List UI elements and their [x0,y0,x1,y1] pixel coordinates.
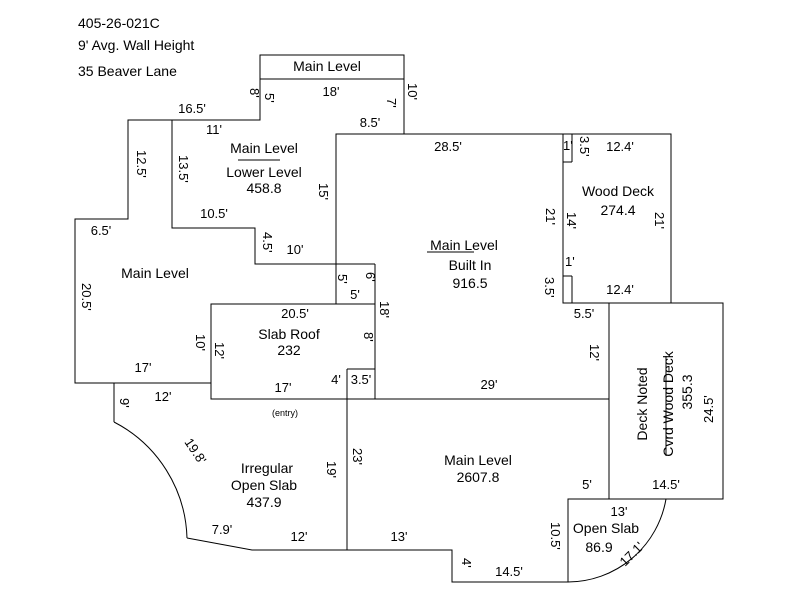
left-main-outline [74,119,211,384]
top-main-label: Main Level [293,58,361,74]
dim-label: 12.4' [606,282,634,297]
built-in-name1: Main Level [430,237,498,253]
dim-label: 1' [563,138,573,153]
dim-label: 9' [117,398,132,408]
dim-label: 20.5' [79,283,94,311]
dim-label: 13' [611,504,628,519]
dim-label: 8' [247,88,262,98]
dim-label: 4' [331,372,341,387]
dim-label: 19' [324,461,339,478]
dim-label: 7' [384,98,399,108]
irregular-name2: Open Slab [231,477,297,493]
dim-label: 17' [135,360,152,375]
lower-level-name1: Main Level [230,140,298,156]
dim-label: 6' [363,272,378,282]
dim-label: 11' [206,122,222,137]
cvrd-deck-name2: Cvrd Wood Deck [660,350,676,457]
built-in-area: 916.5 [452,275,487,291]
dim-label: 21' [543,208,558,225]
dim-label: 5.5' [574,306,595,321]
dim-label: 10' [405,83,420,100]
open-slab-label: Open Slab [573,520,639,536]
open-slab-arc [567,498,667,583]
dim-label: 1' [565,254,575,269]
main-bottom-area: 2607.8 [457,469,500,485]
dim-label: 5' [350,287,360,302]
left-main-label: Main Level [121,265,189,281]
dim-label: 13' [391,529,408,544]
main-bottom-label: Main Level [444,452,512,468]
dim-label: 28.5' [434,139,462,154]
dim-label: 12' [291,529,308,544]
dim-label: 5' [335,274,350,284]
dim-label: 23' [350,448,365,465]
built-in-name2: Built In [449,257,492,273]
wall-height-note: 9' Avg. Wall Height [78,37,194,53]
dim-label: 21' [652,212,667,229]
dim-label: 8.5' [360,115,381,130]
lower-level-name2: Lower Level [226,164,302,180]
dim-label: 15' [316,183,331,200]
dim-label: 3.5' [577,136,592,157]
dim-label: 12' [587,344,602,361]
dim-label: 14' [564,212,579,229]
dim-label: 7.9' [212,522,233,537]
slab-roof-label: Slab Roof [258,326,320,342]
dim-label: 17.1' [617,539,647,569]
dim-label: 16.5' [178,101,206,116]
dim-label: 6.5' [91,223,112,238]
open-slab-area: 86.9 [585,539,612,555]
wood-deck-label: Wood Deck [582,183,655,199]
dim-label: 14.5' [495,564,523,579]
cvrd-deck-name1: Deck Noted [634,367,650,440]
lower-level-outline [171,79,337,304]
dim-label: 29' [481,377,498,392]
dim-label: 10.5' [200,206,228,221]
dim-label: 12' [212,342,227,359]
irregular-name1: Irregular [241,460,293,476]
dim-label: 3.5' [542,277,557,298]
dim-label: 12' [155,389,172,404]
dim-label: 5' [262,93,277,103]
wood-deck-area: 274.4 [600,202,635,218]
dim-label: 3.5' [351,372,372,387]
main-bottom-outline [347,498,609,583]
dim-label: 10' [193,334,208,351]
dim-label: 4' [459,558,474,568]
dim-label: 10' [287,242,304,257]
address: 35 Beaver Lane [78,63,177,79]
dim-label: 10.5' [548,522,563,550]
dim-label: 18' [377,301,392,318]
dim-label: 13.5' [176,155,191,183]
entry-note: (entry) [272,408,298,418]
dim-label: 8' [361,332,376,342]
dim-label: 5' [582,477,592,492]
dim-label: 20.5' [281,306,309,321]
dim-label: 14.5' [652,477,680,492]
dim-label: 24.5' [701,395,716,423]
cvrd-deck-area: 355.3 [679,374,695,409]
lower-level-area: 458.8 [246,180,281,196]
parcel-number: 405-26-021C [78,15,160,31]
dim-label: 4.5' [260,232,275,253]
dim-label: 12.5' [134,150,149,178]
dimension-labels: 8' 5' 18' 7' 10' 8.5' 16.5' 11' 12.5' 13… [79,83,716,579]
dim-label: 17' [275,380,292,395]
irregular-arc [113,421,188,539]
wall-lines [74,54,724,583]
irregular-area: 437.9 [246,494,281,510]
slab-roof-area: 232 [277,342,301,358]
dim-label: 19.8' [182,435,210,466]
top-main-box [259,54,405,80]
dim-label: 18' [323,84,340,99]
dim-label: 12.4' [606,139,634,154]
